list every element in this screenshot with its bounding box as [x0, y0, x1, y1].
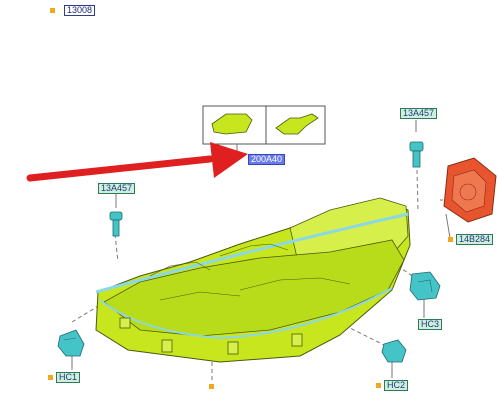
part-number-13008[interactable]: 13008	[64, 5, 96, 16]
part-marker	[50, 8, 55, 13]
control-module	[443, 157, 497, 223]
lens-edge	[95, 212, 409, 294]
clip-hc2	[381, 339, 407, 363]
leader-lines	[71, 120, 451, 382]
clip-label-hc3[interactable]: HC3	[418, 319, 443, 330]
clip-label-hc1[interactable]: HC1	[56, 372, 81, 383]
clip-hc1	[57, 329, 85, 357]
bulb-holder-inset	[202, 105, 326, 145]
part-marker	[376, 383, 381, 388]
right-bolt	[409, 141, 424, 168]
headlamp-housing	[95, 197, 411, 363]
red-arrow-icon	[26, 142, 248, 182]
part-number-13A457-left[interactable]: 13A457	[98, 183, 136, 194]
part-marker	[48, 375, 53, 380]
clip-hc3	[409, 271, 441, 301]
bulb-holder-right-part	[275, 113, 319, 135]
clip-label-hc2[interactable]: HC2	[384, 380, 409, 391]
part-marker	[448, 237, 453, 242]
part-marker	[209, 384, 214, 389]
left-bolt	[109, 211, 123, 237]
bulb-holder-left-part	[211, 113, 253, 135]
part-number-200A40[interactable]: 200A40	[248, 154, 286, 165]
part-number-13A457-right[interactable]: 13A457	[400, 108, 438, 119]
part-number-14B284[interactable]: 14B284	[456, 234, 494, 245]
